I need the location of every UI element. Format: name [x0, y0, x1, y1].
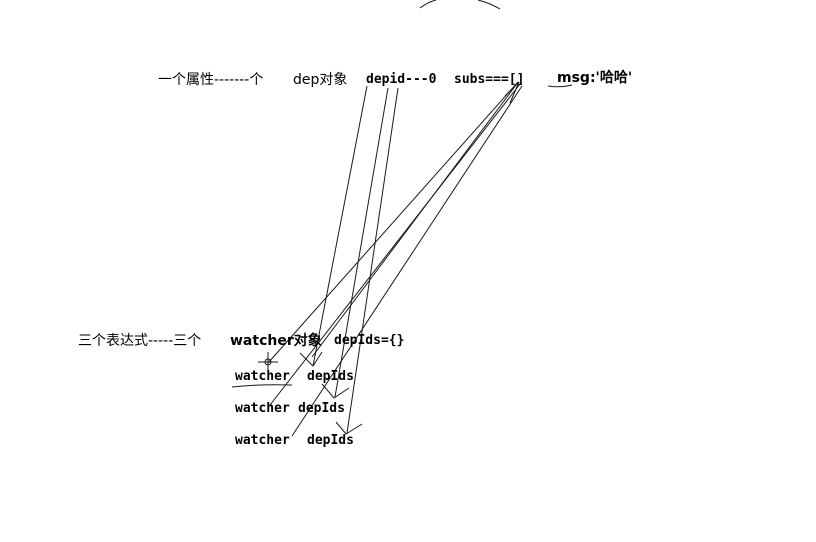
watcher-row-1-depids: depIds	[307, 369, 354, 384]
arrow-to-subs-extra	[311, 84, 517, 358]
arrow-watcher3-to-subs	[291, 85, 523, 437]
watcher1-underline	[231, 384, 293, 388]
msg-underline	[547, 84, 573, 88]
top-edge-arc-right	[477, 0, 501, 10]
depids2-arrowhead	[321, 383, 350, 399]
top-edge-arc-left	[419, 0, 437, 9]
depids1-arrowhead	[299, 351, 323, 367]
watcher-row-2-depids: depIds	[298, 401, 345, 416]
subs-arrowhead	[504, 81, 520, 104]
watcher-row-2-name: watcher	[235, 401, 290, 416]
depid-label: depid---0	[366, 72, 437, 87]
depids-object-label: depIds={}	[334, 333, 405, 348]
arrow-watcher1-to-subs	[267, 81, 519, 364]
dep-object-label: dep对象	[293, 72, 348, 88]
line-depid-to-depids3	[346, 87, 399, 434]
expressions-label: 三个表达式-----三个	[78, 333, 202, 349]
line-depid-to-depids1	[312, 85, 368, 367]
arrow-watcher2-to-subs	[269, 83, 521, 406]
watcher-row-3-depids: depIds	[307, 433, 354, 448]
crosshair-ring	[264, 358, 272, 366]
msg-label: msg:'哈哈'	[557, 70, 633, 86]
watcher-row-3-name: watcher	[235, 433, 290, 448]
watcher-row-1-name: watcher	[235, 369, 290, 384]
watcher-object-label: watcher对象	[230, 333, 322, 349]
subs-label: subs===[]	[454, 72, 525, 87]
property-label: 一个属性-------个	[158, 72, 264, 88]
depids3-arrowhead	[335, 421, 363, 435]
line-depid-to-depids2	[334, 87, 389, 398]
